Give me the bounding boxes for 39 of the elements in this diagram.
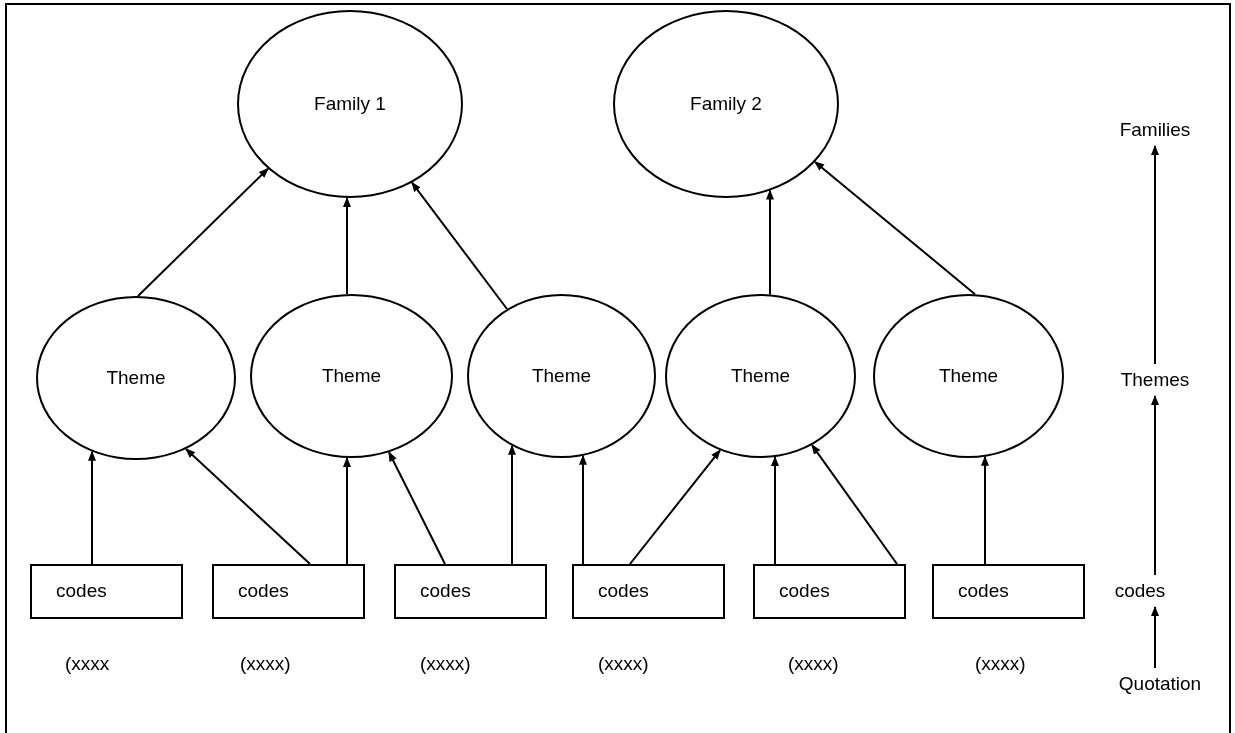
arrow <box>343 456 351 565</box>
code-box: codes <box>572 564 725 619</box>
arrow <box>814 160 976 296</box>
arrow <box>88 450 96 565</box>
ellipse-node: Family 1 <box>237 10 463 198</box>
arrow <box>388 451 446 565</box>
arrow <box>411 181 508 310</box>
code-box: codes <box>753 564 906 619</box>
quotation-label: (xxxx) <box>420 652 471 676</box>
arrow <box>1151 606 1159 669</box>
ellipse-node: Theme <box>467 294 656 458</box>
arrow <box>981 455 989 565</box>
level-label: Quotation <box>1110 670 1210 698</box>
arrow <box>811 444 898 565</box>
arrow <box>137 167 269 297</box>
quotation-label: (xxxx <box>65 652 110 676</box>
arrow <box>766 189 774 296</box>
arrow <box>343 196 351 296</box>
arrow <box>1151 395 1159 576</box>
ellipse-node: Theme <box>873 294 1064 458</box>
arrow <box>1151 145 1159 365</box>
code-box: codes <box>30 564 183 619</box>
ellipse-node: Theme <box>665 294 856 458</box>
ellipse-node: Theme <box>36 296 236 460</box>
level-label: codes <box>1110 577 1170 605</box>
quotation-label: (xxxx) <box>788 652 839 676</box>
arrow <box>771 456 779 565</box>
code-box: codes <box>932 564 1085 619</box>
ellipse-node: Family 2 <box>613 10 839 198</box>
quotation-label: (xxxx) <box>975 652 1026 676</box>
code-box: codes <box>394 564 547 619</box>
quotation-label: (xxxx) <box>598 652 649 676</box>
arrow <box>185 448 311 565</box>
level-label: Families <box>1110 116 1200 144</box>
level-label: Themes <box>1105 366 1205 394</box>
arrow <box>629 449 721 565</box>
quotation-label: (xxxx) <box>240 652 291 676</box>
code-box: codes <box>212 564 365 619</box>
ellipse-node: Theme <box>250 294 453 458</box>
